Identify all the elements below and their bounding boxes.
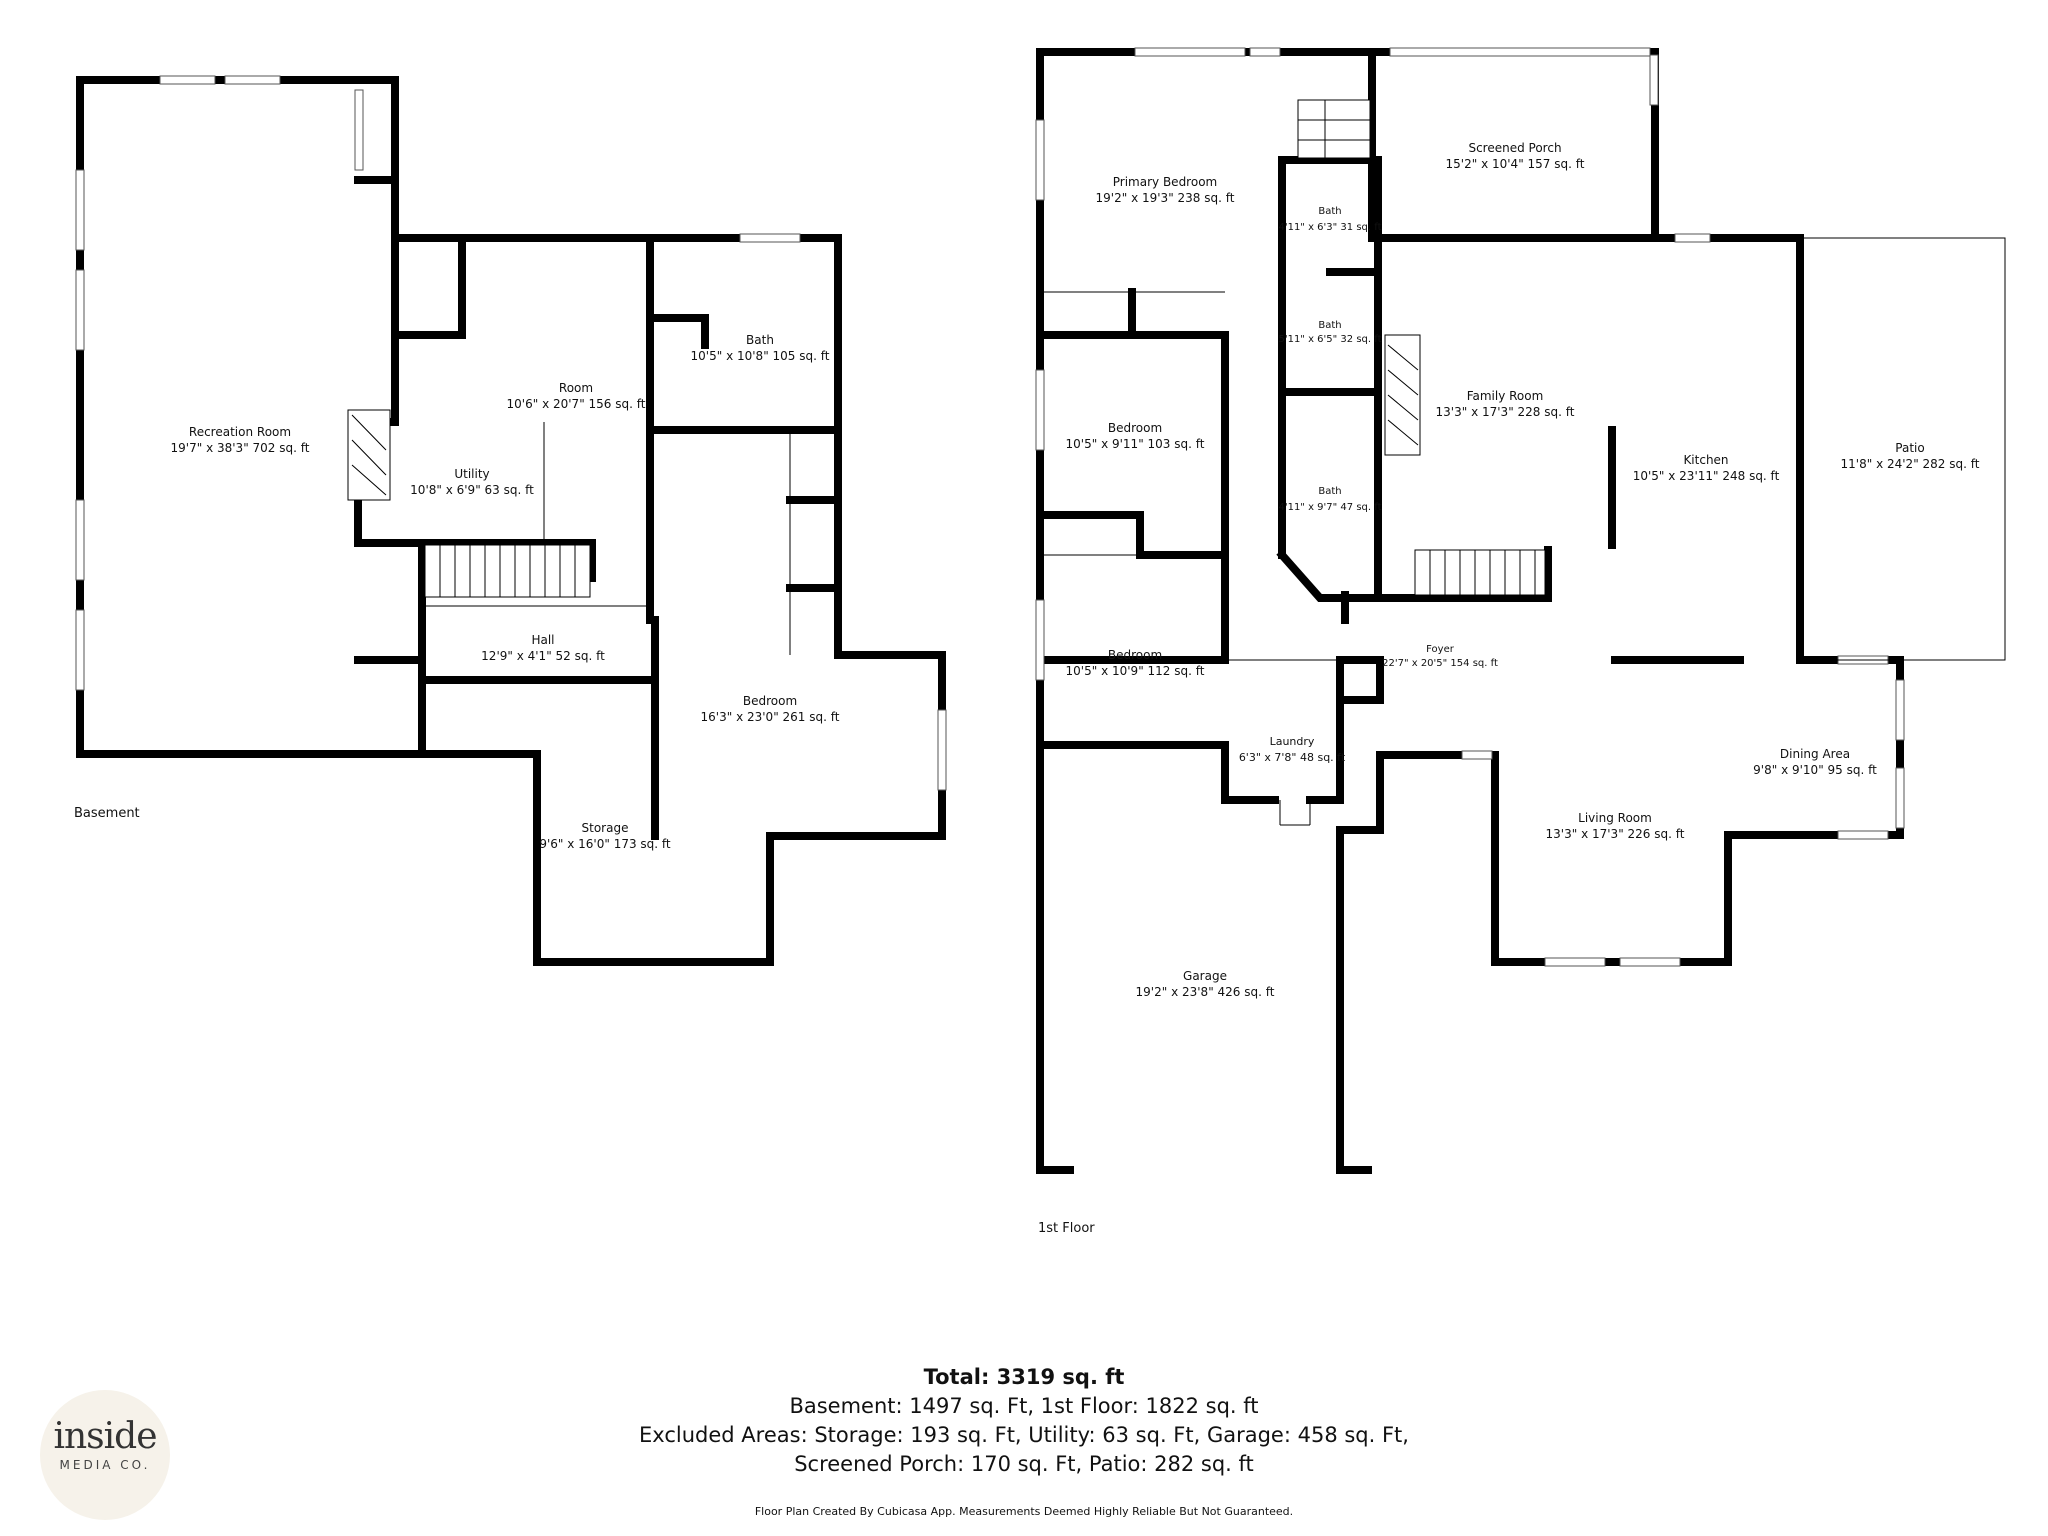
- bedrooms-wall: [1036, 331, 1229, 664]
- logo-word: inside: [53, 1416, 157, 1457]
- room-name: Room: [559, 381, 593, 395]
- room-name: Bedroom: [1108, 421, 1162, 435]
- room-dims: 9'6" x 16'0" 173 sq. ft: [539, 837, 671, 851]
- bedroom-divider: [1036, 511, 1229, 559]
- basement-thin-lines: [422, 320, 791, 655]
- room-name: Bath: [1318, 320, 1341, 331]
- room-dims: 10'5" x 10'9" 112 sq. ft: [1066, 664, 1205, 678]
- stair-wall: [1374, 546, 1552, 602]
- utility-wall: [354, 234, 596, 547]
- bath-dividers: [1278, 268, 1382, 396]
- total-area: Total: 3319 sq. ft: [923, 1365, 1125, 1389]
- floor-label-basement: Basement: [74, 806, 140, 821]
- room-name: Utility: [454, 467, 489, 481]
- room-dims: 9'8" x 9'10" 95 sq. ft: [1753, 763, 1877, 777]
- room-name: Bath: [1318, 486, 1341, 497]
- room-name: Recreation Room: [189, 425, 291, 439]
- basement-fixtures: [347, 409, 591, 598]
- floor-label-first: 1st Floor: [1038, 1221, 1095, 1236]
- room-dims: 10'5" x 23'11" 248 sq. ft: [1633, 469, 1780, 483]
- bedroom-closet-walls: [786, 496, 842, 592]
- room-dims: 10'5" x 9'11" 103 sq. ft: [1066, 437, 1205, 451]
- basement-outer-wall: [76, 76, 946, 966]
- room-dims: 19'2" x 23'8" 426 sq. ft: [1136, 985, 1275, 999]
- room-dims: 6'3" x 7'8" 48 sq. ft: [1239, 751, 1346, 764]
- first-floor-fixtures: [1297, 99, 1546, 596]
- excluded-areas: Excluded Areas: Storage: 193 sq. Ft, Uti…: [639, 1423, 1409, 1447]
- bath-stack-left-wall: [1278, 156, 1382, 559]
- room-name: Hall: [531, 633, 554, 647]
- room-name: Screened Porch: [1468, 141, 1561, 155]
- porch-wall: [1368, 48, 1804, 242]
- room-dims: 4'11" x 9'7" 47 sq. ft: [1278, 502, 1381, 513]
- room-dims: 10'8" x 6'9" 63 sq. ft: [410, 483, 534, 497]
- bath-angled-wall: [1276, 549, 1382, 602]
- room-name: Laundry: [1270, 735, 1315, 748]
- room-name: Foyer: [1426, 644, 1455, 655]
- room-dims: 10'5" x 10'8" 105 sq. ft: [691, 349, 830, 363]
- room-dims: 22'7" x 20'5" 154 sq. ft: [1382, 658, 1498, 669]
- floor-areas: Basement: 1497 sq. Ft, 1st Floor: 1822 s…: [789, 1394, 1259, 1418]
- basement-nook-wall: [354, 76, 399, 184]
- first-floor-outer-wall: [1036, 48, 1904, 1174]
- bath-closet-wall: [646, 314, 709, 349]
- room-dims: 13'3" x 17'3" 226 sq. ft: [1546, 827, 1685, 841]
- room-dims: 11'8" x 24'2" 282 sq. ft: [1841, 457, 1980, 471]
- room-name: Bath: [746, 333, 774, 347]
- patio-outline: [1799, 237, 2006, 661]
- logo-sub: MEDIA CO.: [59, 1458, 151, 1472]
- room-dims: 19'2" x 19'3" 238 sq. ft: [1096, 191, 1235, 205]
- room-dims: 16'3" x 23'0" 261 sq. ft: [701, 710, 840, 724]
- room-dims: 12'9" x 4'1" 52 sq. ft: [481, 649, 605, 663]
- area-summary: Total: 3319 sq. ft Basement: 1497 sq. Ft…: [0, 1362, 2048, 1479]
- brand-logo: inside MEDIA CO.: [40, 1390, 170, 1520]
- laundry-closet: [1336, 656, 1384, 704]
- first-floor-thin-lines: [1039, 237, 2006, 1170]
- room-name: Primary Bedroom: [1113, 175, 1217, 189]
- room-name: Garage: [1183, 969, 1227, 983]
- excluded-areas-cont: Screened Porch: 170 sq. Ft, Patio: 282 s…: [794, 1452, 1254, 1476]
- disclaimer: Floor Plan Created By Cubicasa App. Meas…: [754, 1505, 1294, 1518]
- laundry-wall: [1036, 656, 1384, 804]
- basement-windows: [75, 75, 947, 791]
- room-dims: 4'11" x 6'3" 31 sq. ft: [1278, 222, 1381, 233]
- first-floor-windows: [1035, 47, 1905, 967]
- room-dims: 13'3" x 17'3" 228 sq. ft: [1436, 405, 1575, 419]
- room-name: Patio: [1895, 441, 1924, 455]
- room-dims: 15'2" x 10'4" 157 sq. ft: [1446, 157, 1585, 171]
- room-dims: 5'11" x 6'5" 32 sq. ft: [1278, 334, 1381, 345]
- room-name: Kitchen: [1683, 453, 1728, 467]
- room-name: Family Room: [1467, 389, 1544, 403]
- room-name: Storage: [582, 821, 629, 835]
- room-name: Living Room: [1578, 811, 1652, 825]
- bedroom-left-wall: [646, 616, 659, 840]
- room-name: Bedroom: [743, 694, 797, 708]
- room-name: Dining Area: [1780, 747, 1850, 761]
- room-name: Bath: [1318, 206, 1341, 217]
- room-dims: 19'7" x 38'3" 702 sq. ft: [171, 441, 310, 455]
- room-name: Bedroom: [1108, 648, 1162, 662]
- room-dims: 10'6" x 20'7" 156 sq. ft: [507, 397, 646, 411]
